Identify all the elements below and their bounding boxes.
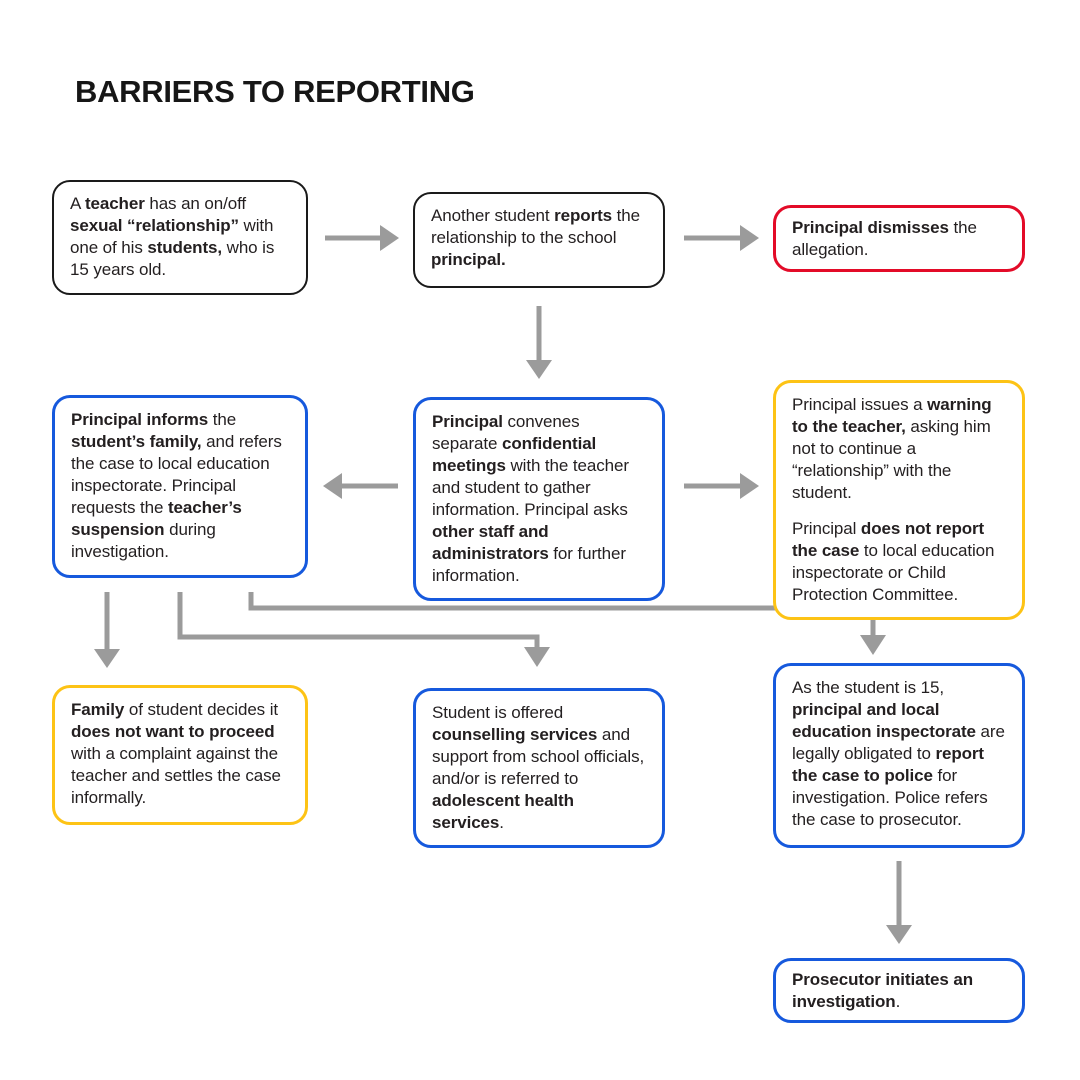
box-paragraph: Principal dismisses the allegation.: [792, 217, 977, 259]
arrow-informs-to-family: [94, 592, 120, 668]
arrow-reports-to-dismisses: [684, 225, 759, 251]
box-prosecutor-investigation: Prosecutor initiates an investigation.: [773, 958, 1025, 1023]
page-title: BARRIERS TO REPORTING: [75, 73, 475, 109]
arrow-reports-to-meetings: [526, 306, 552, 379]
box-paragraph: Principal does not report the case to lo…: [792, 519, 995, 604]
box-paragraph: Another student reports the relationship…: [431, 206, 640, 269]
box-paragraph: Prosecutor initiates an investigation.: [792, 969, 973, 1011]
box-counselling-services: Student is offered counselling services …: [413, 688, 665, 848]
box-principal-warning-no-report: Principal issues a warning to the teache…: [773, 380, 1025, 620]
box-paragraph: Principal informs the student’s family, …: [71, 410, 282, 561]
box-teacher-relationship: A teacher has an on/off sexual “relation…: [52, 180, 308, 295]
box-paragraph: Principal convenes separate confidential…: [432, 412, 629, 585]
box-paragraph: A teacher has an on/off sexual “relation…: [70, 194, 275, 279]
box-family-settles-informally: Family of student decides it does not wa…: [52, 685, 308, 825]
box-paragraph: Principal issues a warning to the teache…: [792, 395, 992, 502]
arrow-informs-to-counselling: [177, 592, 550, 667]
box-principal-dismisses: Principal dismisses the allegation.: [773, 205, 1025, 272]
arrow-teacher-to-reports: [325, 225, 399, 251]
box-paragraph: Student is offered counselling services …: [432, 703, 645, 832]
box-paragraph: Family of student decides it does not wa…: [71, 700, 281, 807]
arrow-police-to-prosecutor: [886, 861, 912, 944]
box-student-reports: Another student reports the relationship…: [413, 192, 665, 288]
arrow-meetings-to-informs: [323, 473, 398, 499]
box-principal-convenes-meetings: Principal convenes separate confidential…: [413, 397, 665, 601]
box-paragraph: As the student is 15, principal and loca…: [792, 678, 1005, 829]
box-report-to-police: As the student is 15, principal and loca…: [773, 663, 1025, 848]
box-principal-informs-family: Principal informs the student’s family, …: [52, 395, 308, 578]
arrow-meetings-to-warning: [684, 473, 759, 499]
